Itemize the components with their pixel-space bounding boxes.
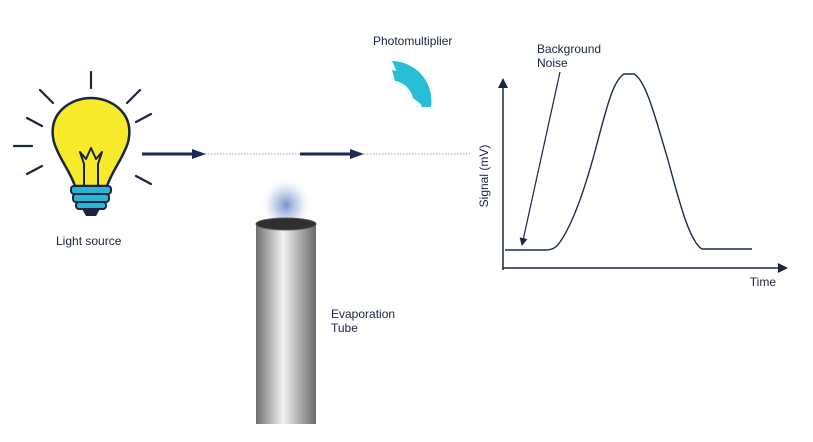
evaporation-tube: [255, 177, 317, 424]
background-noise-label-line2: Noise: [537, 56, 568, 70]
y-axis-arrowhead: [498, 78, 508, 88]
tube-opening: [255, 217, 317, 231]
light-source-label: Light source: [56, 234, 122, 248]
light-bulb-icon: [12, 70, 153, 216]
x-axis-label: Time: [750, 275, 777, 289]
series-line-signal: [505, 73, 752, 251]
signal-chart: Signal (mV) Time: [477, 71, 788, 289]
photomultiplier-icon-arc: [392, 61, 432, 107]
bulb-filament: [79, 147, 103, 186]
background-noise-label-line1: Background: [537, 42, 602, 56]
evaporation-tube-label-line1: Evaporation: [331, 307, 396, 321]
x-axis-arrowhead: [778, 263, 788, 273]
light-rays: [12, 70, 153, 186]
photomultiplier-label: Photomultiplier: [373, 34, 453, 48]
beam-arrow-1: [142, 149, 206, 159]
photomultiplier-icon: [392, 70, 424, 106]
bulb-glass: [51, 96, 131, 188]
tube-body: [256, 224, 316, 424]
beam-arrow-2: [300, 149, 364, 159]
light-beam: [142, 149, 470, 159]
evaporation-tube-label-line2: Tube: [331, 321, 358, 335]
background-noise-pointer: [519, 71, 561, 246]
y-axis-label: Signal (mV): [477, 145, 491, 208]
bulb-base: [70, 185, 112, 216]
